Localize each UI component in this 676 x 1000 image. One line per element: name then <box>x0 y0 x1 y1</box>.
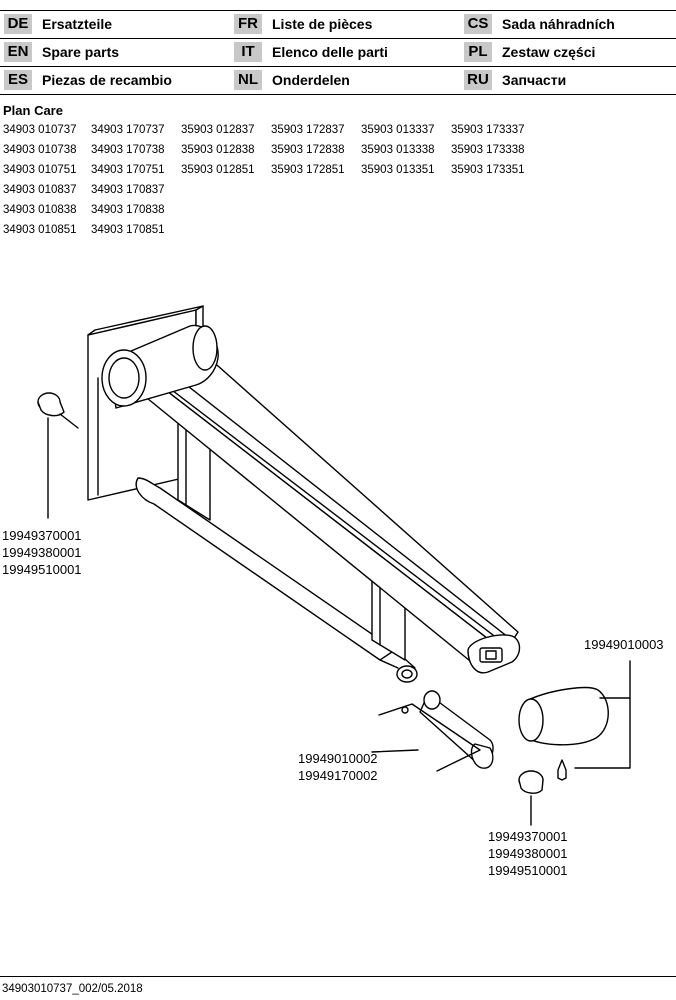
part-number-group: 19949370001 19949380001 19949510001 <box>2 527 82 578</box>
part-number: 19949370001 <box>2 528 82 543</box>
article-number: 34903 170738 <box>91 144 165 156</box>
lang-pl: PL Zestaw części <box>464 40 595 64</box>
main-arm <box>141 349 519 666</box>
small-cap <box>518 770 544 826</box>
part-number-group: 19949010002 19949170002 <box>298 750 378 784</box>
document-reference: 34903010737_002/05.2018 <box>2 983 143 995</box>
article-number: 35903 013338 <box>361 144 435 156</box>
footer-rule <box>0 976 676 977</box>
left-cap <box>37 392 79 519</box>
header-rule <box>0 66 676 67</box>
article-number: 35903 173351 <box>451 164 525 176</box>
lang-code: RU <box>464 70 492 90</box>
article-number: 35903 012837 <box>181 124 255 136</box>
insert-part <box>378 690 494 772</box>
lang-label: Onderdelen <box>272 72 350 88</box>
article-number: 35903 173338 <box>451 144 525 156</box>
exploded-view-drawing <box>37 305 631 826</box>
article-number: 34903 010838 <box>3 204 77 216</box>
header-rule <box>0 94 676 95</box>
article-number: 34903 010837 <box>3 184 77 196</box>
product-title: Plan Care <box>3 103 63 118</box>
lang-nl: NL Onderdelen <box>234 68 350 92</box>
article-number: 34903 170737 <box>91 124 165 136</box>
support-arm <box>135 477 418 683</box>
part-number: 19949380001 <box>2 545 82 560</box>
part-number: 19949370001 <box>488 829 568 844</box>
article-number: 35903 012838 <box>181 144 255 156</box>
lang-ru: RU Запчасти <box>464 68 566 92</box>
article-number: 34903 170751 <box>91 164 165 176</box>
article-number: 34903 170837 <box>91 184 165 196</box>
article-number: 35903 013337 <box>361 124 435 136</box>
lang-label: Sada náhradních <box>502 16 615 32</box>
lang-label: Zestaw części <box>502 44 596 60</box>
article-number: 35903 172837 <box>271 124 345 136</box>
lang-label: Ersatzteile <box>42 16 113 32</box>
lang-label: Запчасти <box>502 72 567 88</box>
article-number: 34903 010738 <box>3 144 77 156</box>
lang-fr: FR Liste de pièces <box>234 12 372 36</box>
lang-it: IT Elenco delle parti <box>234 40 388 64</box>
part-number: 19949380001 <box>488 846 568 861</box>
article-number: 34903 010737 <box>3 124 77 136</box>
article-number: 34903 010751 <box>3 164 77 176</box>
article-number: 34903 170851 <box>91 224 165 236</box>
lang-code: IT <box>234 42 262 62</box>
article-number: 35903 172838 <box>271 144 345 156</box>
hinge-cylinder <box>101 324 219 409</box>
language-header: DE Ersatzteile FR Liste de pièces CS Sad… <box>0 0 676 96</box>
lang-code: NL <box>234 70 262 90</box>
article-number: 35903 012851 <box>181 164 255 176</box>
end-cap <box>518 660 631 769</box>
lang-code: FR <box>234 14 262 34</box>
lang-code: DE <box>4 14 32 34</box>
part-number-group: 19949370001 19949380001 19949510001 <box>488 828 568 879</box>
part-number-group: 19949010003 <box>584 636 664 653</box>
lang-label: Liste de pièces <box>272 16 373 32</box>
article-number: 34903 010851 <box>3 224 77 236</box>
lang-es: ES Piezas de recambio <box>4 68 172 92</box>
lang-cs: CS Sada náhradních <box>464 12 615 36</box>
screw <box>557 759 567 781</box>
lang-label: Elenco delle parti <box>272 44 388 60</box>
lang-en: EN Spare parts <box>4 40 119 64</box>
header-rule <box>0 38 676 39</box>
lang-code: EN <box>4 42 32 62</box>
arm-end <box>467 634 521 674</box>
lang-de: DE Ersatzteile <box>4 12 112 36</box>
part-number: 19949510001 <box>2 562 82 577</box>
lang-code: CS <box>464 14 492 34</box>
lang-code: ES <box>4 70 32 90</box>
header-rule <box>0 10 676 11</box>
part-number: 19949510001 <box>488 863 568 878</box>
article-number: 35903 013351 <box>361 164 435 176</box>
lang-label: Spare parts <box>42 44 120 60</box>
article-number: 35903 173337 <box>451 124 525 136</box>
article-number: 34903 170838 <box>91 204 165 216</box>
article-number: 35903 172851 <box>271 164 345 176</box>
part-number: 19949010003 <box>584 637 664 652</box>
lang-label: Piezas de recambio <box>42 72 172 88</box>
part-number: 19949010002 <box>298 751 378 766</box>
part-number: 19949170002 <box>298 768 378 783</box>
lang-code: PL <box>464 42 492 62</box>
